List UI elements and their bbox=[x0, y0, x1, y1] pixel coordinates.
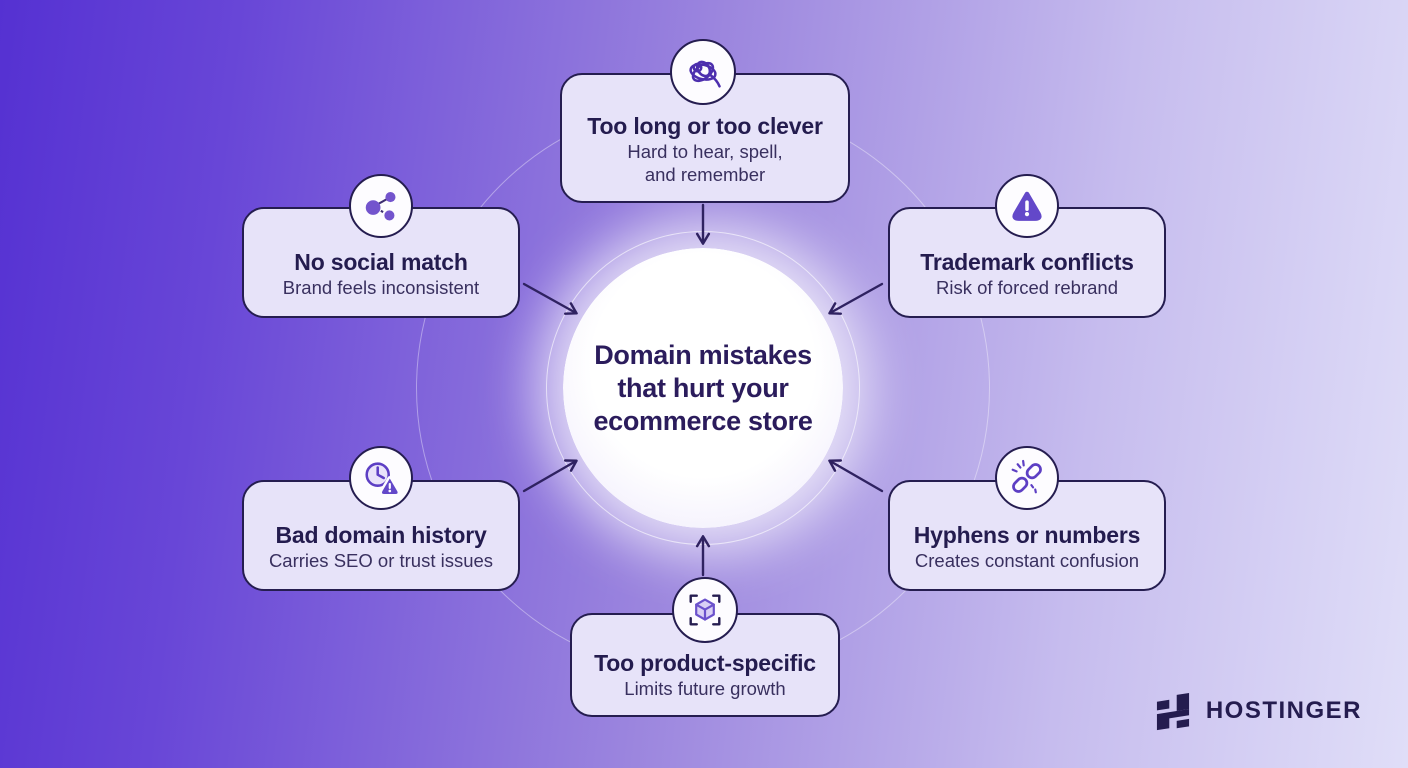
arrow-upper-left bbox=[522, 282, 578, 315]
card-title: Too long or too clever bbox=[587, 113, 823, 139]
cube-scan-icon bbox=[672, 577, 738, 643]
arrow-lower-right bbox=[828, 459, 884, 493]
center-topic-circle: Domain mistakes that hurt your ecommerce… bbox=[563, 248, 843, 528]
scribble-tangle-icon bbox=[670, 39, 736, 105]
card-subtitle-line: Carries SEO or trust issues bbox=[268, 550, 494, 571]
center-title-line: Domain mistakes bbox=[594, 339, 812, 370]
hostinger-wordmark: HOSTINGER bbox=[1205, 697, 1362, 724]
card-hyphens-or-numbers: Hyphens or numbers Creates constant conf… bbox=[888, 480, 1166, 591]
arrow-upper-right bbox=[828, 282, 884, 315]
clock-warning-icon bbox=[349, 446, 413, 510]
arrow-lower-left bbox=[522, 459, 578, 493]
card-subtitle-line: Hard to hear, spell, bbox=[627, 141, 783, 162]
share-network-icon bbox=[349, 174, 413, 238]
card-subtitle-line: and remember bbox=[644, 164, 766, 185]
card-subtitle-line: Limits future growth bbox=[624, 678, 786, 699]
card-subtitle-line: Brand feels inconsistent bbox=[282, 277, 480, 298]
card-title: No social match bbox=[294, 249, 468, 275]
broken-link-icon bbox=[995, 446, 1059, 510]
card-title: Trademark conflicts bbox=[920, 249, 1134, 275]
warning-triangle-icon bbox=[995, 174, 1059, 238]
center-title-line: ecommerce store bbox=[593, 405, 813, 436]
card-title: Hyphens or numbers bbox=[913, 522, 1141, 548]
center-title-line: that hurt your bbox=[617, 372, 789, 403]
hostinger-h-mark bbox=[1156, 692, 1189, 731]
card-subtitle-line: Risk of forced rebrand bbox=[935, 277, 1118, 298]
card-subtitle-line: Creates constant confusion bbox=[914, 550, 1140, 571]
card-title: Too product-specific bbox=[594, 650, 816, 676]
card-trademark-conflicts: Trademark conflicts Risk of forced rebra… bbox=[888, 207, 1166, 318]
card-title: Bad domain history bbox=[275, 522, 487, 548]
hostinger-logo: HOSTINGER bbox=[1153, 690, 1362, 732]
card-too-product-specific: Too product-specific Limits future growt… bbox=[570, 613, 840, 717]
